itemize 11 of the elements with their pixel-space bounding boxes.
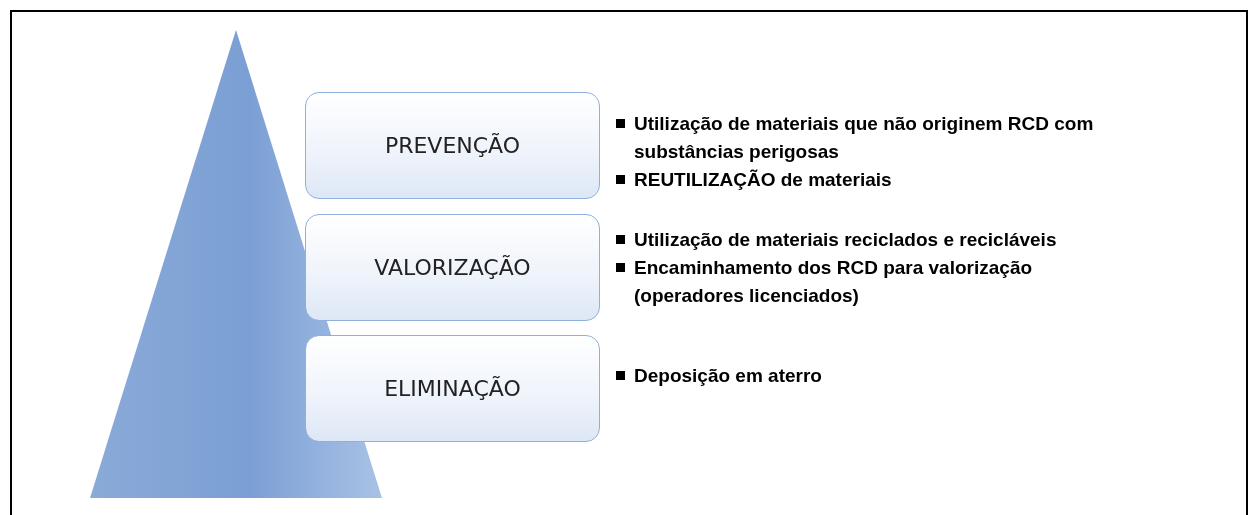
level-label: PREVENÇÃO (384, 133, 521, 158)
level-label: ELIMINAÇÃO (384, 376, 521, 401)
bullet-text: Encaminhamento dos RCD para valorização (operadores licenciados) (612, 254, 1142, 310)
bullet-text: Deposição em aterro (612, 362, 1142, 390)
level-label: VALORIZAÇÃO (374, 255, 531, 280)
bullet-text: Utilização de materiais que não originem RCD com substâncias perigosas (612, 110, 1142, 166)
level-box (305, 214, 600, 321)
level-box (305, 335, 600, 442)
bullet-text: REUTILIZAÇÃO de materiais (612, 166, 1142, 194)
bullet-text: Utilização de materiais reciclados e recicláveis (612, 226, 1142, 254)
level-box (305, 92, 600, 199)
